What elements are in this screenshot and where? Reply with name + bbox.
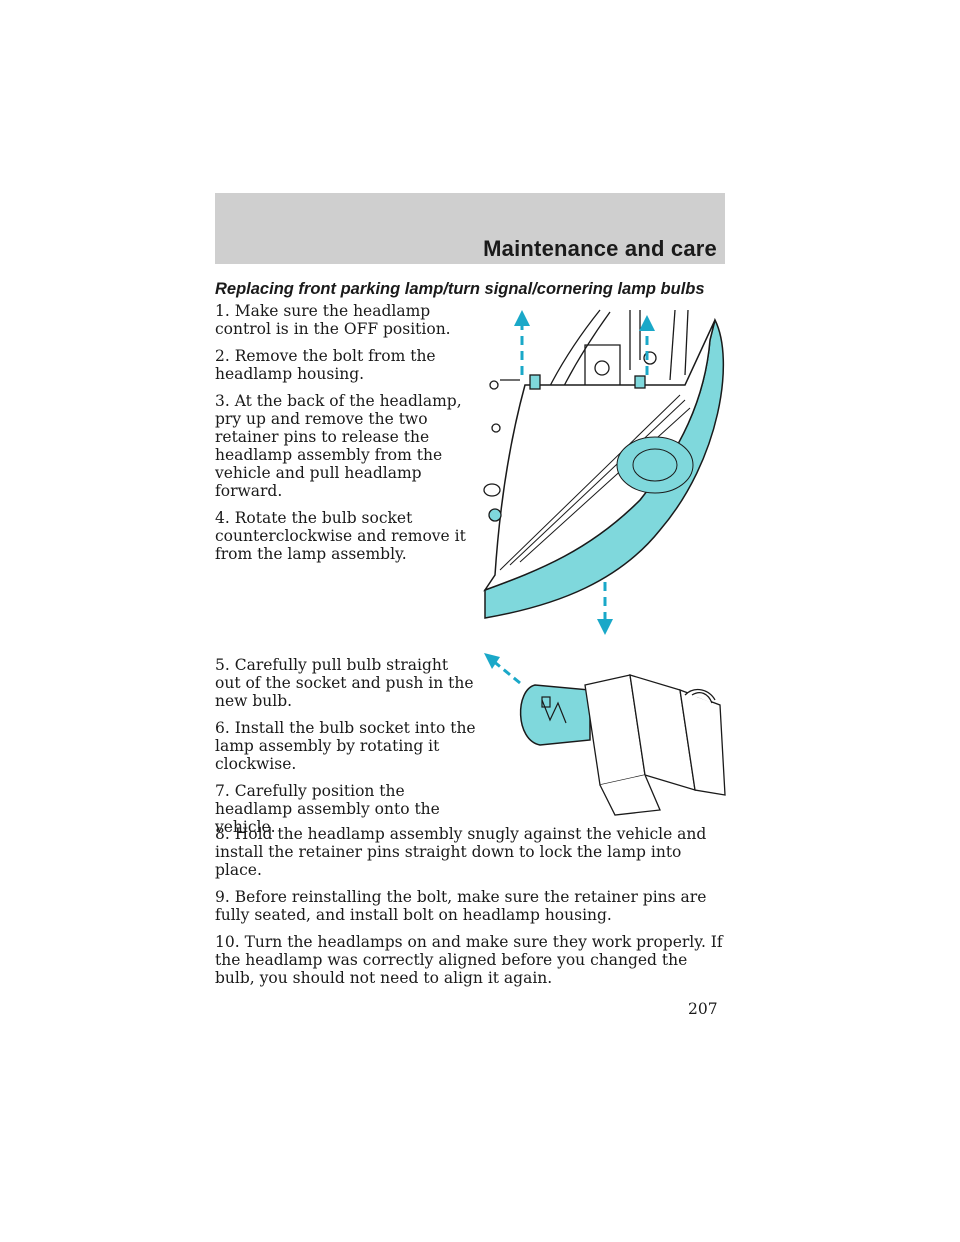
section-heading: Replacing front parking lamp/turn signal… <box>215 280 705 298</box>
step-5: 5. Carefully pull bulb straight out of t… <box>215 656 474 710</box>
step-10: 10. Turn the headlamps on and make sure … <box>215 933 723 987</box>
bulb-socket <box>584 674 726 816</box>
steps-full-width: 8. Hold the headlamp assembly snugly aga… <box>215 825 730 996</box>
header-title: Maintenance and care <box>483 236 717 261</box>
step-1: 1. Make sure the headlamp control is in … <box>215 302 451 338</box>
direction-arrows <box>520 325 649 620</box>
step-2: 2. Remove the bolt from the headlamp hou… <box>215 347 436 383</box>
steps-column-lower: 5. Carefully pull bulb straight out of t… <box>215 656 477 845</box>
bulb-filament <box>541 696 567 724</box>
arrow-out-icon <box>484 653 500 669</box>
step-6: 6. Install the bulb socket into the lamp… <box>215 719 476 773</box>
step-7: 7. Carefully position the headlamp assem… <box>215 782 440 836</box>
headlamp-housing <box>483 319 716 592</box>
headlamp-illustration <box>483 309 725 635</box>
bulb-socket-illustration <box>484 653 726 816</box>
step-9: 9. Before reinstalling the bolt, make su… <box>215 888 707 924</box>
arrow-up-left-icon <box>514 310 530 326</box>
arrow-down-icon <box>597 619 613 635</box>
page-number: 207 <box>688 1000 718 1018</box>
bulb-arrow <box>484 653 521 685</box>
header-band: Maintenance and care <box>215 193 725 264</box>
bulb-glass <box>519 684 591 746</box>
step-3: 3. At the back of the headlamp, pry up a… <box>215 392 462 500</box>
steps-column-upper: 1. Make sure the headlamp control is in … <box>215 302 477 572</box>
housing-detail-lines <box>499 394 694 571</box>
headlamp-bolt <box>488 508 502 522</box>
step-4: 4. Rotate the bulb socket counterclockwi… <box>215 509 466 563</box>
retainer-pin-right <box>634 375 646 389</box>
step-8: 8. Hold the headlamp assembly snugly aga… <box>215 825 707 879</box>
arrow-up-right-icon <box>639 315 655 331</box>
retainer-pin-left <box>529 374 541 390</box>
